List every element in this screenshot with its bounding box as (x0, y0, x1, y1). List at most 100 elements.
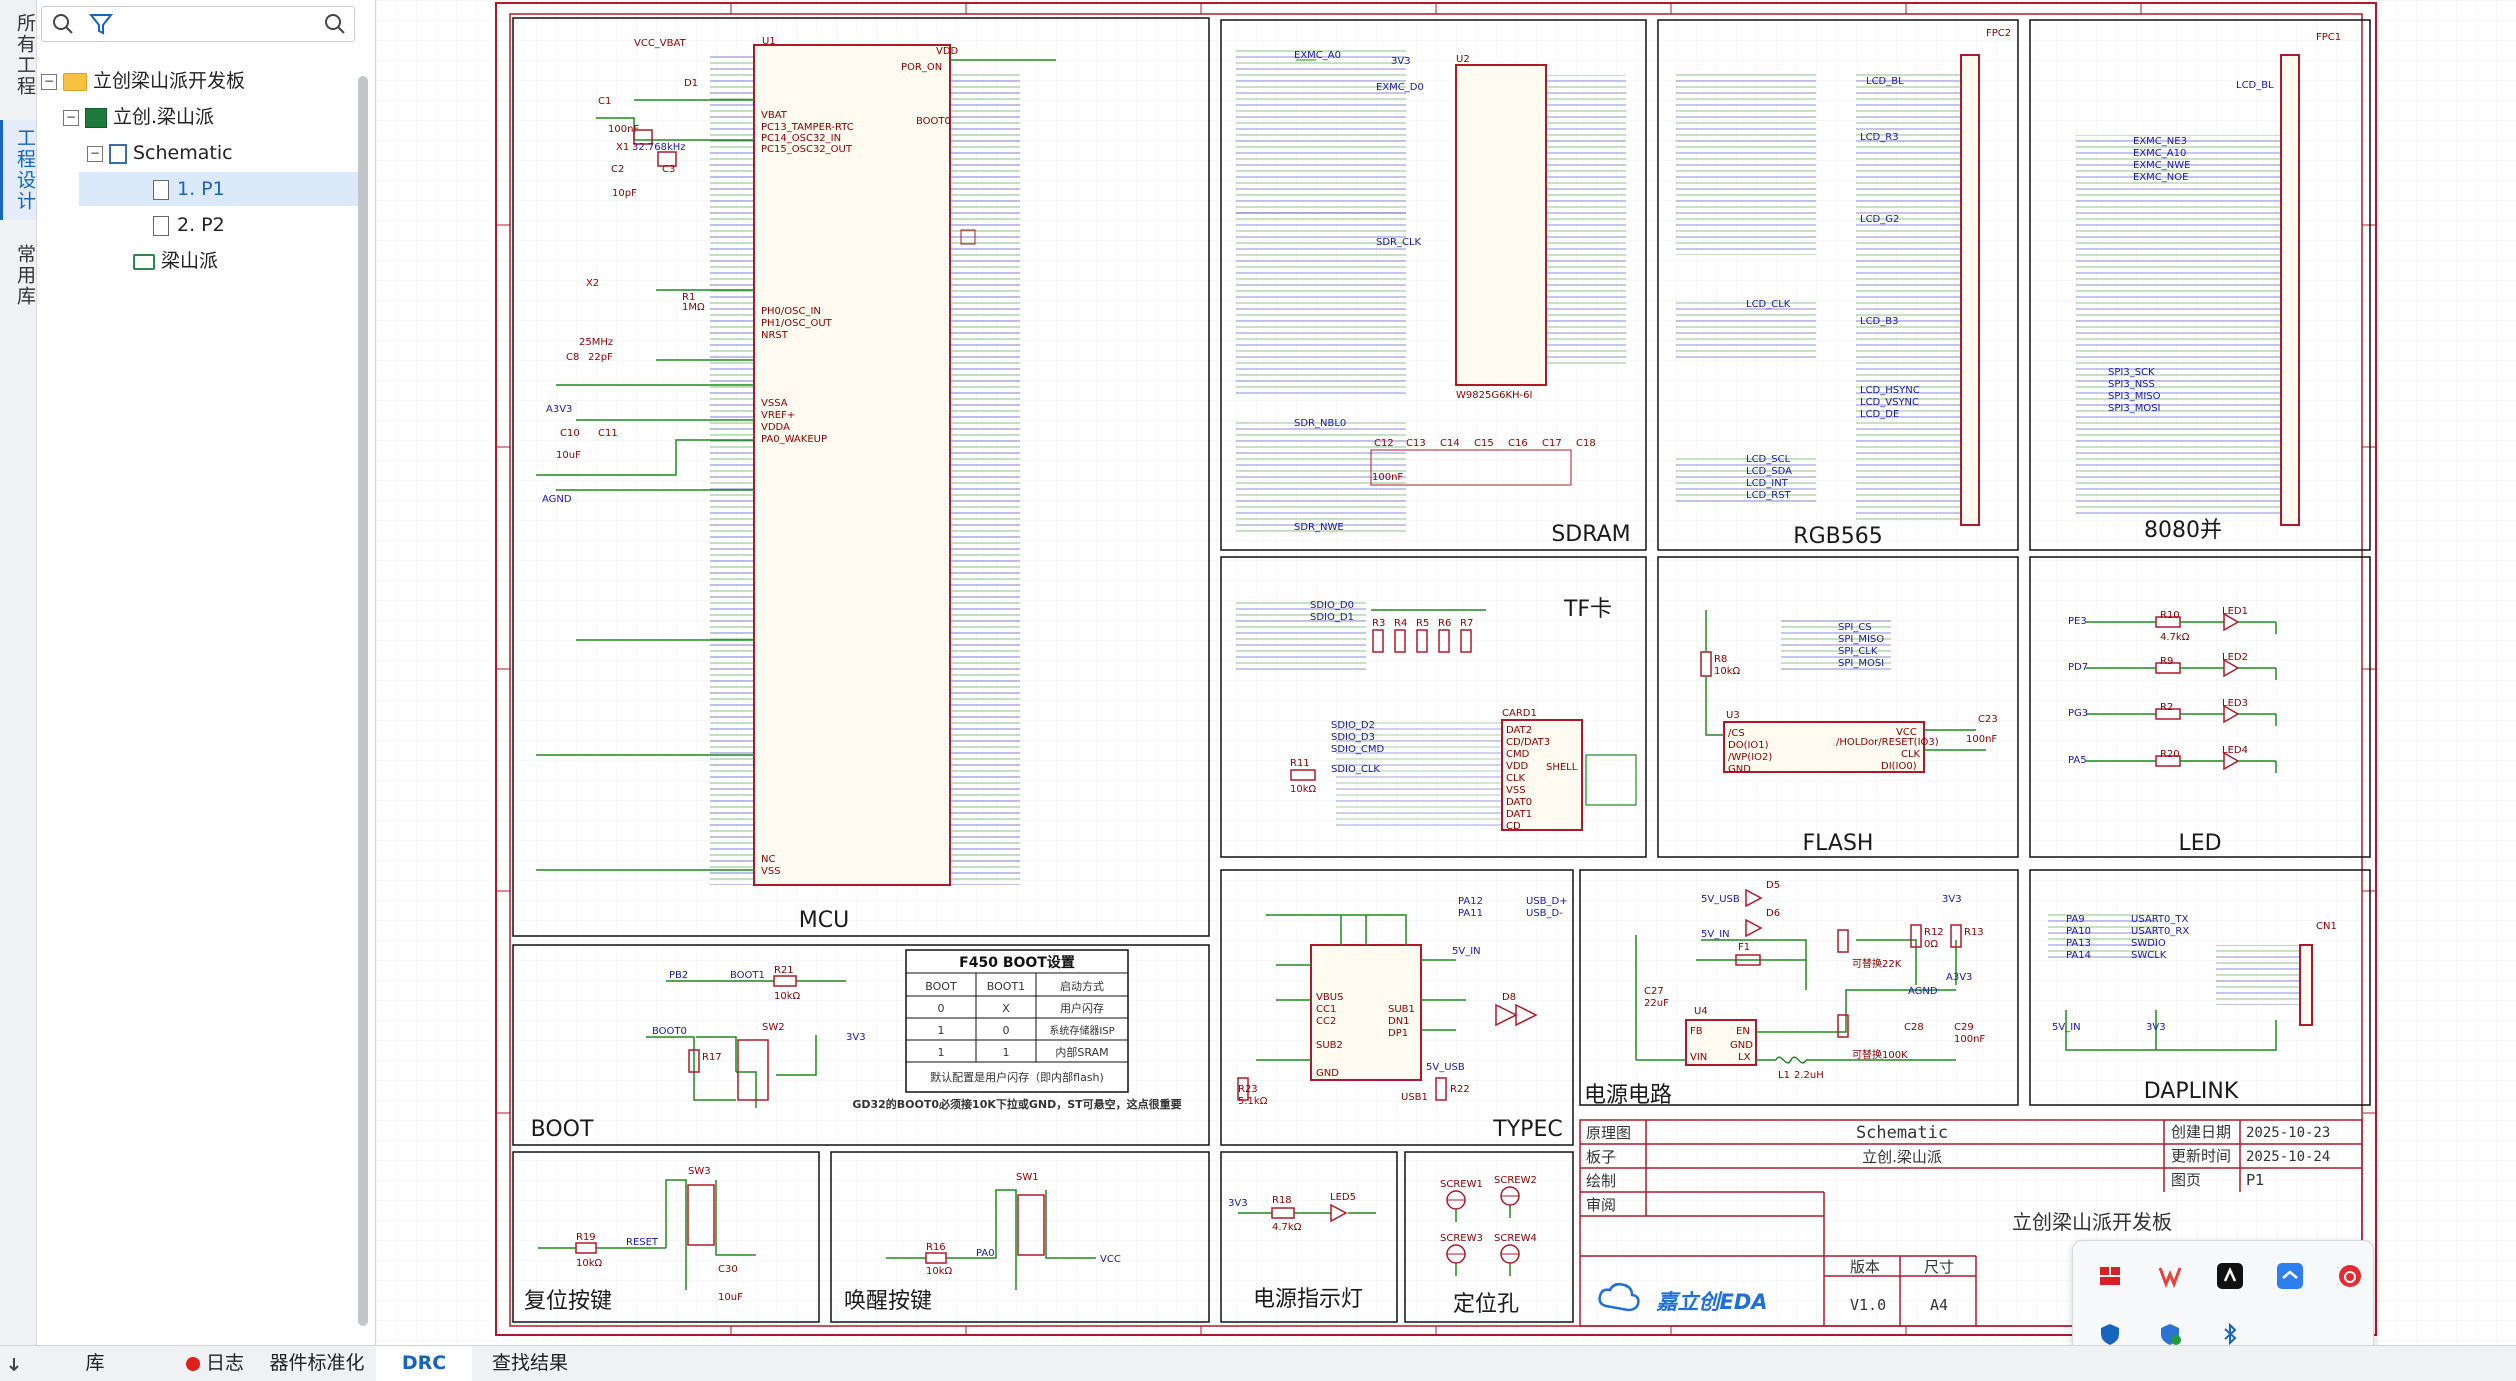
p8080-net-nwe: EXMC_NWE (2133, 160, 2190, 171)
defender-tray-icon[interactable] (2157, 1321, 2183, 1347)
schematic-icon (109, 143, 127, 164)
daplink-net-pa10: PA10 (2066, 926, 2091, 937)
tab-library[interactable]: 库 (85, 1352, 105, 1374)
tree-scrollbar[interactable] (358, 76, 368, 1326)
tf-r5: R5 (1416, 618, 1429, 629)
power-net-a3v3: A3V3 (1946, 972, 1972, 983)
flash-pin-cs: /CS (1728, 728, 1745, 739)
mcu-vref-pin: VREF+ (761, 410, 795, 421)
section-title-led: LED (2178, 831, 2221, 856)
daplink-net-3v3: 3V3 (2146, 1022, 2166, 1033)
tree-item-pcb[interactable]: 梁山派 (133, 244, 361, 278)
mcu-c1-label: C1 (598, 96, 611, 107)
panel-toggle-icon[interactable] (4, 1354, 24, 1374)
boot-table-header: BOOT1 (987, 980, 1025, 993)
tree-item-project[interactable]: − 立创梁山派开发板 (41, 64, 361, 98)
tab-search-results[interactable]: 查找结果 (491, 1352, 568, 1374)
tb-updated-label: 更新时间 (2171, 1147, 2231, 1165)
sdram-c13: C13 (1406, 438, 1426, 449)
reset-circuit (538, 1179, 756, 1290)
tf-pin-cd: CD (1506, 821, 1521, 832)
tab-log[interactable]: 日志 (160, 1346, 270, 1381)
tab-project-design[interactable]: 工程设计 (0, 120, 36, 220)
tf-pin-vdd: VDD (1506, 761, 1529, 772)
filter-icon[interactable] (88, 9, 114, 39)
bluetooth-icon[interactable] (2217, 1321, 2243, 1347)
search-submit-icon[interactable] (320, 9, 350, 39)
mcu-d1-label: D1 (684, 78, 698, 89)
sdram-c18: C18 (1576, 438, 1596, 449)
tab-component-standardize[interactable]: 器件标准化 (269, 1352, 365, 1374)
tree-item-board[interactable]: −立创.梁山派 (63, 100, 361, 134)
tab-drc[interactable]: DRC (376, 1346, 472, 1381)
tree-item-schematic[interactable]: −Schematic (87, 136, 361, 170)
section-title-sdram: SDRAM (1551, 522, 1630, 547)
section-title-8080: 8080并 (2144, 518, 2222, 543)
section-title-reset: 复位按键 (524, 1289, 612, 1314)
board-icon (85, 107, 107, 128)
tf-r3: R3 (1372, 618, 1385, 629)
schematic-canvas[interactable]: MCU SDRAM RGB565 8080并 TF卡 FLASH LED BOO… (376, 0, 2516, 1345)
wps-tray-icon[interactable] (2157, 1263, 2183, 1289)
search-icon[interactable] (48, 9, 78, 39)
tab-all-projects[interactable]: 所有工程 (14, 13, 36, 97)
sdram-c15: C15 (1474, 438, 1494, 449)
led-net-pa5: PA5 (2068, 755, 2087, 766)
tb-project-name: 立创梁山派开发板 (2012, 1210, 2172, 1234)
shield-tray-icon[interactable] (2097, 1321, 2123, 1347)
terminal-tray-icon[interactable] (2217, 1263, 2243, 1289)
mcu-vbat-label: VCC_VBAT (634, 38, 687, 49)
tf-net-cmd: SDIO_CMD (1331, 744, 1384, 755)
boot-net-boot0: BOOT0 (652, 1026, 687, 1037)
tree-item-page-p2[interactable]: 2. P2 (153, 208, 361, 242)
boot-table-cell: X (1002, 1002, 1010, 1015)
app-tray-icon[interactable] (2097, 1263, 2123, 1289)
mcu-r1-value: 1MΩ (682, 302, 705, 313)
typec-r22: R22 (1450, 1084, 1470, 1095)
tab-common-library[interactable]: 常用库 (14, 243, 36, 307)
pled-r18-value: 4.7kΩ (1272, 1222, 1302, 1233)
collapse-icon[interactable]: − (41, 73, 57, 90)
mcu-x2-label: X2 (586, 278, 599, 289)
power-c29: C29 (1954, 1022, 1974, 1033)
tf-r4: R4 (1394, 618, 1407, 629)
collapse-icon[interactable]: − (87, 145, 103, 162)
collapse-icon[interactable]: − (63, 109, 79, 126)
flash-symbol (1700, 610, 1986, 773)
mcu-nrst-pin: NRST (761, 330, 789, 341)
netease-music-tray-icon[interactable] (2337, 1263, 2363, 1289)
sdram-symbol (1236, 50, 1626, 535)
tree-item-label: 2. P2 (177, 214, 225, 236)
tf-r11: R11 (1290, 758, 1310, 769)
mcu-r1-label: R1 (682, 292, 695, 303)
power-led-circuit (1238, 1203, 1376, 1223)
power-pin-lx: LX (1738, 1052, 1751, 1063)
tb-version-value: V1.0 (1850, 1296, 1886, 1314)
tf-net-d0: SDIO_D0 (1310, 600, 1354, 611)
led-circuits (2086, 612, 2277, 773)
tf-pin-dat2: DAT2 (1506, 725, 1532, 736)
tree-item-label: 立创梁山派开发板 (93, 70, 246, 92)
power-net-5vin: 5V_IN (1701, 929, 1730, 940)
typec-ref-usb1: USB1 (1401, 1092, 1428, 1103)
rgb-ref-fpc2: FPC2 (1986, 28, 2011, 39)
reset-r19: R19 (576, 1232, 596, 1243)
mcu-nc-pin: NC (761, 854, 775, 865)
boot-table-cell: 1 (938, 1046, 945, 1059)
mcu-c8-value: 22pF (588, 352, 613, 363)
sdram-c16: C16 (1508, 438, 1528, 449)
daplink-ref-cn1: CN1 (2316, 921, 2337, 932)
sdram-net-a0: EXMC_A0 (1294, 50, 1341, 61)
tf-pin-dat1: DAT1 (1506, 809, 1532, 820)
wake-r16: R16 (926, 1242, 946, 1253)
remote-desktop-tray-icon[interactable] (2277, 1263, 2303, 1289)
reset-sw3: SW3 (688, 1166, 711, 1177)
section-title-mounting: 定位孔 (1453, 1292, 1519, 1317)
boot-table-title: F450 BOOT设置 (959, 954, 1075, 971)
tree-item-page-p1[interactable]: 1. P1 (79, 172, 361, 206)
power-c29-value: 100nF (1954, 1034, 1985, 1045)
tree-search-box[interactable] (41, 6, 355, 42)
mcu-x2-value: 25MHz (579, 337, 613, 348)
p8080-net-noe: EXMC_NOE (2133, 172, 2188, 183)
daplink-net-pa9: PA9 (2066, 914, 2085, 925)
